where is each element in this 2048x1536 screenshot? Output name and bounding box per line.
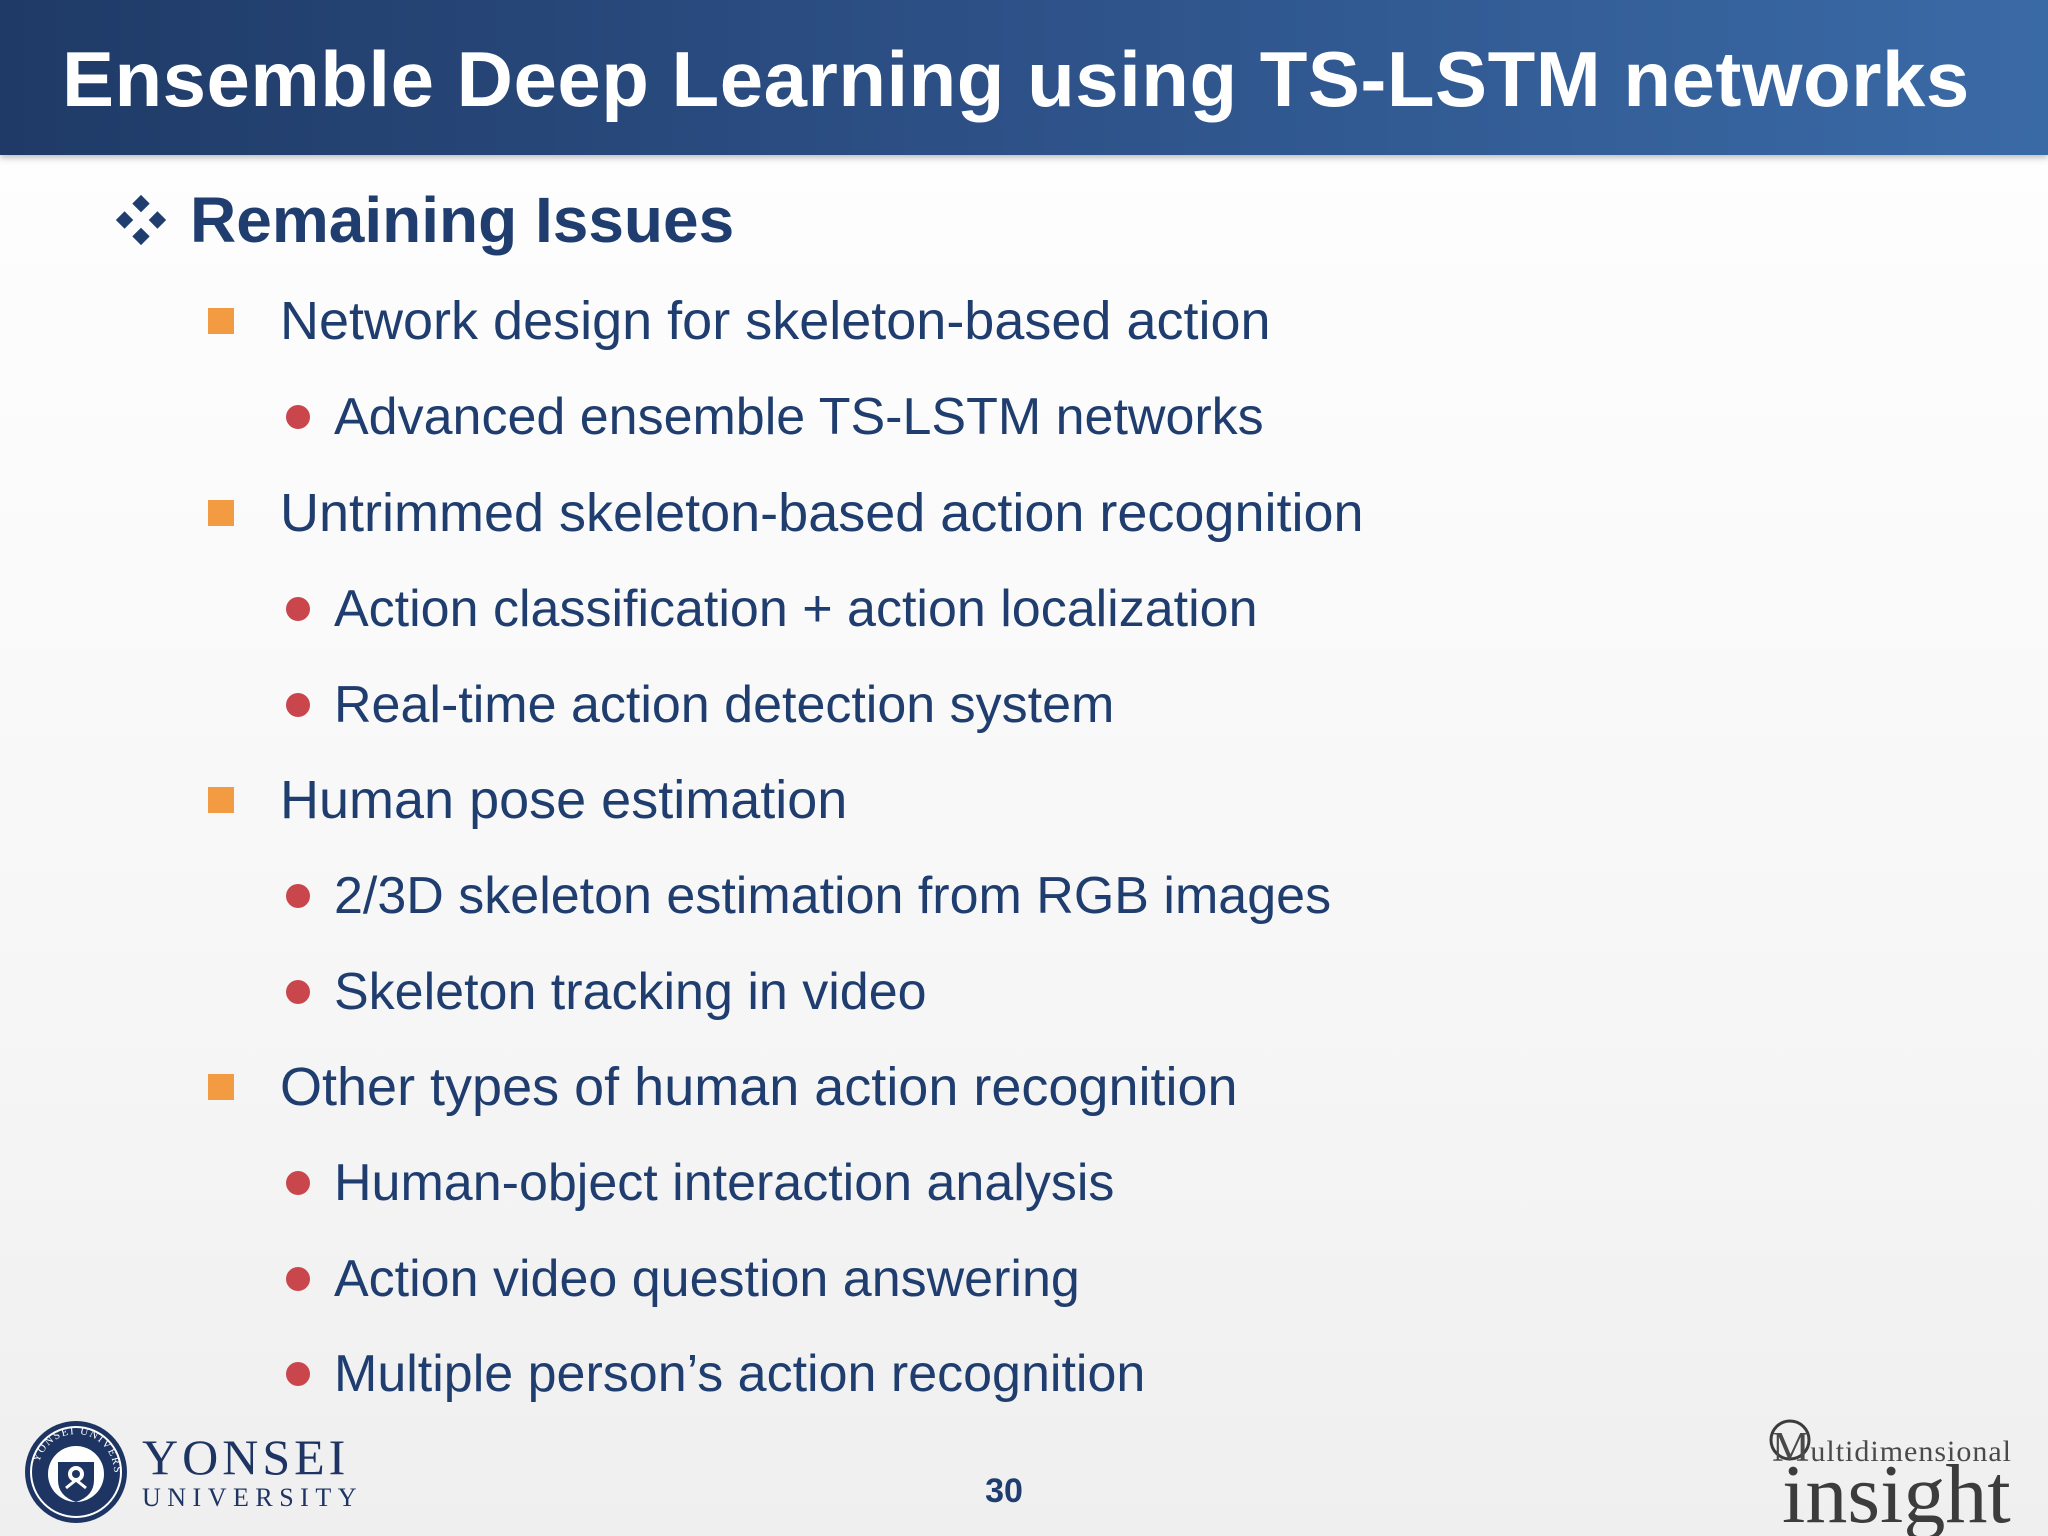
bullet-level2: Skeleton tracking in video — [286, 957, 927, 1027]
magnifier-icon — [1769, 1419, 1811, 1461]
red-dot-icon — [286, 1267, 310, 1291]
bullet-text: Network design for skeleton-based action — [280, 291, 1271, 351]
bullet-level2: Multiple person’s action recognition — [286, 1339, 1145, 1409]
bullet-text: Advanced ensemble TS-LSTM networks — [334, 388, 1264, 446]
bullet-level1: Network design for skeleton-based action — [208, 286, 1271, 356]
bullet-text: Multiple person’s action recognition — [334, 1345, 1146, 1403]
bullet-level1: Human pose estimation — [208, 765, 847, 835]
yonsei-logo: YONSEI UNIVERSITY YONSEI UNIVERSITY — [22, 1418, 382, 1526]
bullet-text: Skeleton tracking in video — [334, 963, 927, 1021]
bullet-text: Untrimmed skeleton-based action recognit… — [280, 483, 1364, 543]
bullet-level2: Action classification + action localizat… — [286, 574, 1257, 644]
bullet-level2: 2/3D skeleton estimation from RGB images — [286, 861, 1331, 931]
university-sub: UNIVERSITY — [142, 1483, 363, 1512]
red-dot-icon — [286, 1171, 310, 1195]
bullet-text: 2/3D skeleton estimation from RGB images — [334, 867, 1332, 925]
bullet-level1: Other types of human action recognition — [208, 1052, 1238, 1122]
red-dot-icon — [286, 1362, 310, 1386]
page-number: 30 — [985, 1472, 1023, 1510]
bullet-text: Human-object interaction analysis — [334, 1154, 1115, 1212]
orange-square-icon — [208, 1074, 234, 1100]
bullet-level2: Human-object interaction analysis — [286, 1148, 1114, 1218]
bullet-text: Real-time action detection system — [334, 676, 1115, 734]
bullet-level2: Advanced ensemble TS-LSTM networks — [286, 382, 1264, 452]
bullet-text: Other types of human action recognition — [280, 1057, 1238, 1117]
orange-square-icon — [208, 500, 234, 526]
slide-title: Ensemble Deep Learning using TS-LSTM net… — [62, 35, 1970, 123]
bullet-text: Action video question answering — [334, 1250, 1080, 1308]
bullet-text: Human pose estimation — [280, 770, 848, 830]
yonsei-seal-icon: YONSEI UNIVERSITY — [22, 1418, 127, 1523]
university-name: YONSEI — [142, 1429, 350, 1485]
orange-square-icon — [208, 787, 234, 813]
red-dot-icon — [286, 597, 310, 621]
four-diamond-icon — [115, 194, 167, 246]
bullet-level2: Action video question answering — [286, 1244, 1080, 1314]
bullet-level2: Real-time action detection system — [286, 670, 1114, 740]
lab-logo-bottom: insight — [1782, 1448, 2011, 1536]
red-dot-icon — [286, 405, 310, 429]
university-wordmark: YONSEI UNIVERSITY — [142, 1431, 363, 1513]
bullet-text: Action classification + action localizat… — [334, 580, 1258, 638]
red-dot-icon — [286, 980, 310, 1004]
red-dot-icon — [286, 884, 310, 908]
heading-text: Remaining Issues — [190, 184, 735, 256]
red-dot-icon — [286, 693, 310, 717]
bullet-level1: Untrimmed skeleton-based action recognit… — [208, 478, 1364, 548]
section-heading: Remaining Issues — [112, 180, 734, 260]
orange-square-icon — [208, 308, 234, 334]
lab-logo: Multidimensional insight — [1760, 1412, 2030, 1536]
lab-logo-top: Multidimensional — [1772, 1425, 2013, 1471]
title-bar: Ensemble Deep Learning using TS-LSTM net… — [0, 0, 2048, 155]
